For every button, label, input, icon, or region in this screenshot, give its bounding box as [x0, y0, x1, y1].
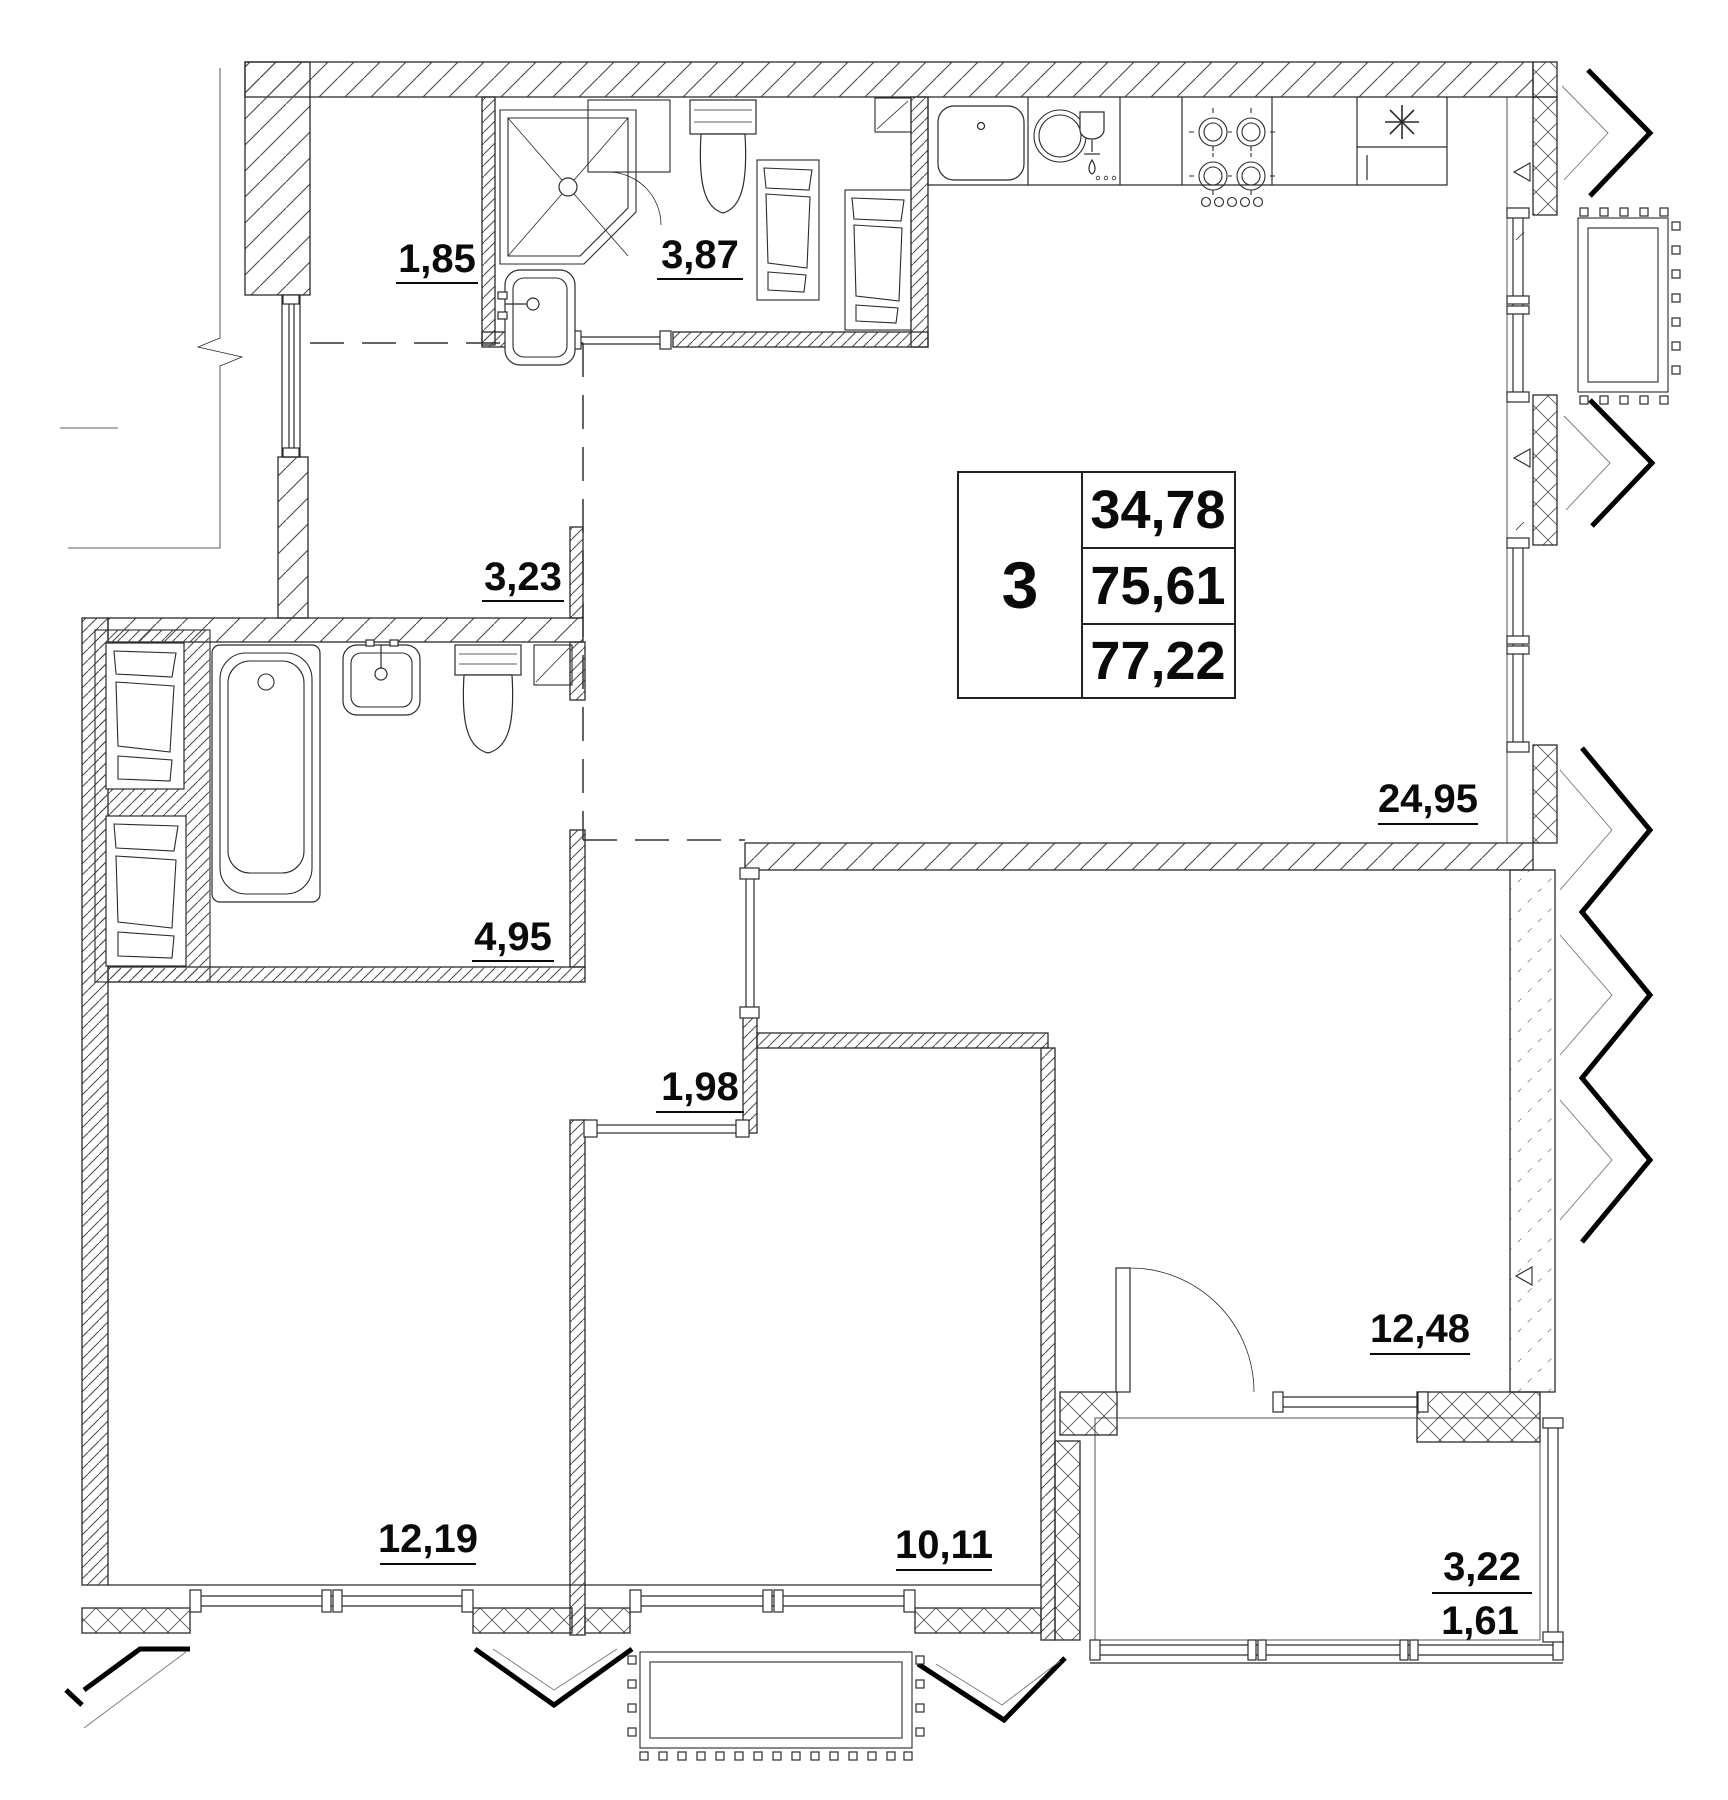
shower-icon [499, 109, 637, 265]
wall-bedroomright-east [1509, 869, 1556, 1393]
gas-hob-icon [1189, 108, 1275, 208]
sill-bottom-a [81, 1607, 191, 1634]
toilet-icon [689, 99, 757, 214]
vent-shaft-icon [756, 159, 820, 301]
apartment-area-value: 75,61 [1090, 556, 1225, 616]
label-corridor: 1,98 [661, 1065, 739, 1109]
wall-right-pier2 [1532, 394, 1558, 546]
wall-step-horizontal [756, 1032, 1049, 1049]
sill-bottom-c [584, 1607, 631, 1634]
label-bedroom-left: 12,19 [378, 1517, 478, 1561]
wall-left-mid [277, 456, 309, 619]
wall-bath-east-a [569, 641, 586, 701]
wall-left-upper [244, 61, 311, 296]
door-balcony [1115, 1267, 1255, 1393]
window-living-1 [1506, 207, 1530, 403]
break-line [60, 68, 244, 549]
area-table-rooms-cell [957, 471, 1083, 699]
vent-shaft-kitchen-icon [844, 189, 912, 331]
ac-basket-bottom-icon [627, 1651, 925, 1761]
wall-hall-pier [569, 526, 584, 619]
label-hallway: 3,23 [484, 555, 562, 599]
label-balcony-area: 3,22 [1443, 1545, 1521, 1589]
partitions [583, 867, 760, 1138]
corner-shelf-icon [874, 97, 912, 133]
area-table-total-cell [1081, 623, 1236, 699]
bathtub-icon [211, 644, 321, 903]
washbasin-left-icon [342, 639, 421, 716]
window-bedroom-left [189, 1589, 474, 1613]
wall-corridor-east [742, 1014, 758, 1134]
partition-corridor [745, 876, 755, 1016]
area-table-living-cell [1081, 471, 1236, 549]
label-bathroom-left: 4,95 [474, 915, 552, 959]
doors [587, 99, 1255, 1393]
facade-sawtooth-bottom [64, 1646, 1067, 1729]
wall-right-pier3 [1532, 744, 1558, 844]
wall-bedroomleft-east [569, 1119, 586, 1636]
wall-kitchen-west [910, 96, 929, 348]
bathroom-top-fixtures [497, 99, 820, 366]
door-cabinet-bath-top [587, 99, 671, 226]
window-balcony-right [1542, 1417, 1564, 1643]
label-living-kitchen: 24,95 [1378, 777, 1478, 821]
toilet-left-icon [454, 644, 522, 754]
walls [81, 61, 1558, 1641]
vent-shaft-b-icon [105, 815, 187, 967]
window-balcony-bottom [1089, 1639, 1564, 1664]
area-table: 3 34,78 75,61 77,22 [957, 471, 1236, 699]
bathroom-left-fixtures [94, 629, 573, 983]
living-area-value: 34,78 [1090, 480, 1225, 540]
dishwasher-icon [1033, 109, 1117, 181]
label-balcony-reduced: 1,61 [1441, 1599, 1519, 1643]
ac-basket-right-icon [1577, 207, 1681, 405]
wall-bath-east-b [569, 829, 586, 968]
window-bedroom-right [1272, 1391, 1429, 1413]
rooms-count-value: 3 [1002, 548, 1039, 622]
balcony-floor-edge [1094, 1417, 1541, 1641]
wall-balcony-top-right [1416, 1391, 1541, 1443]
window-living-2 [1506, 537, 1530, 753]
wall-living-bottom [744, 842, 1534, 871]
section-marks [1512, 162, 1533, 1286]
wall-bath1-bottom-b [672, 331, 929, 348]
fridge-icon [1357, 105, 1447, 180]
kitchen [844, 97, 1448, 331]
wall-top [244, 61, 1534, 98]
label-bedroom-right: 12,48 [1370, 1307, 1470, 1351]
wall-step-vertical [1040, 1047, 1056, 1641]
wall-balcony-west [1054, 1440, 1081, 1641]
washbasin-icon [497, 269, 576, 366]
sill-bottom-d [914, 1607, 1042, 1634]
wall-bath1-west [481, 96, 496, 346]
kitchen-sink-icon [937, 105, 1025, 181]
partition-bedroom-middle-top [591, 1124, 744, 1134]
wall-right-pier1 [1532, 96, 1558, 216]
left-shaft-window [281, 294, 301, 458]
label-bedroom-middle: 10,11 [895, 1523, 993, 1567]
corner-shaft-icon [533, 644, 573, 686]
vent-shaft-a-icon [105, 642, 185, 790]
total-area-value: 77,22 [1090, 631, 1225, 691]
facade-sawtooth-right [1559, 68, 1656, 1244]
wall-balcony-top-left [1059, 1391, 1118, 1436]
windows [189, 207, 1564, 1664]
label-bathroom-top: 3,87 [661, 233, 739, 277]
sill-bottom-b [472, 1607, 573, 1634]
label-wardrobe: 1,85 [398, 237, 476, 281]
wall-top-corner [1532, 61, 1558, 98]
window-bedroom-middle [629, 1589, 916, 1613]
room-area-labels: 1,85 3,87 3,23 4,95 1,98 12,19 10,11 12,… [378, 233, 1532, 1643]
